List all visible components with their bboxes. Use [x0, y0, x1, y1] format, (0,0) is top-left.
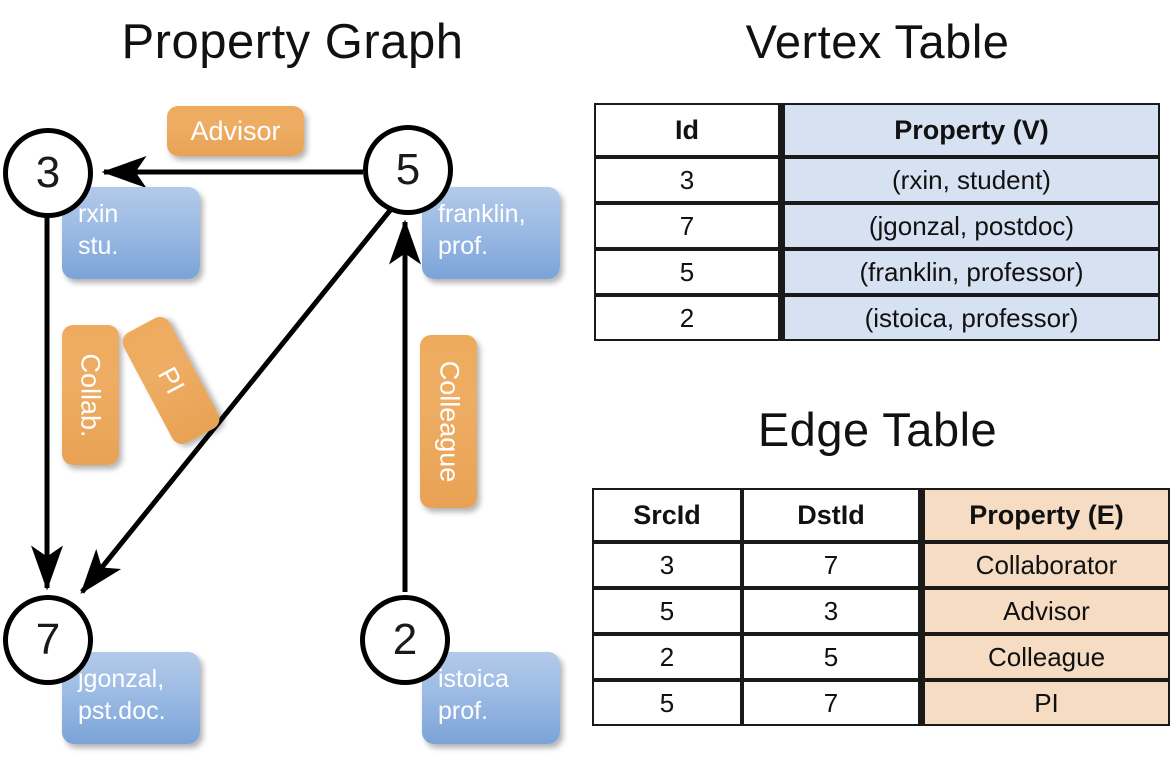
edge-row-2-dst: 5	[742, 634, 920, 680]
table-row: 3 (rxin, student)	[594, 157, 1160, 203]
graph-node-7-label: 7	[35, 615, 61, 664]
graph-node-3: 3	[3, 128, 93, 218]
edge-row-3-property: PI	[920, 680, 1170, 726]
edge-row-2-src: 2	[592, 634, 742, 680]
vertex-row-2-property: (franklin, professor)	[780, 249, 1160, 295]
vertex-row-2-id: 5	[594, 249, 780, 295]
edge-table: SrcId DstId Property (E) 3 7 Collaborato…	[592, 488, 1170, 726]
edge-table-title: Edge Table	[757, 403, 998, 456]
edge-row-2-property: Colleague	[920, 634, 1170, 680]
edge-row-0-property: Collaborator	[920, 542, 1170, 588]
vertex-row-3-property: (istoica, professor)	[780, 295, 1160, 341]
property-graph-title: Property Graph	[121, 15, 464, 69]
graph-edges-svg	[31, 156, 421, 594]
vertex-row-1-property: (jgonzal, postdoc)	[780, 203, 1160, 249]
vertex-row-1-id: 7	[594, 203, 780, 249]
graph-node-7: 7	[3, 595, 93, 685]
vertex-callout-7-line1: jgonzal,	[78, 665, 165, 693]
vertex-callout-7-line2: pst.doc.	[78, 697, 166, 725]
edge-row-1-property: Advisor	[920, 588, 1170, 634]
table-row: 2 5 Colleague	[592, 634, 1170, 680]
vertex-callout-7: jgonzal, pst.doc.	[62, 652, 200, 744]
graph-node-2-label: 2	[392, 615, 418, 664]
edge-row-3-dst: 7	[742, 680, 920, 726]
table-row: 5 7 PI	[592, 680, 1170, 726]
vertex-callout-2-line2: prof.	[438, 697, 489, 725]
edge-label-colleague-text: Colleague	[434, 360, 464, 483]
table-row: 5 3 Advisor	[592, 588, 1170, 634]
table-row: 2 (istoica, professor)	[594, 295, 1160, 341]
vertex-row-0-property: (rxin, student)	[780, 157, 1160, 203]
edge-table-header-dstid: DstId	[742, 488, 920, 542]
edge-label-advisor-text: Advisor	[190, 115, 281, 146]
edge-label-collab-text: Collab.	[76, 352, 107, 438]
property-graph-panel: Advisor Collab. PI Colleague rxin stu. f…	[3, 106, 560, 744]
graph-node-3-label: 3	[35, 148, 61, 197]
vertex-callout-3-line1: rxin	[78, 200, 119, 228]
vertex-callout-2: istoica prof.	[422, 652, 560, 744]
vertex-callout-5-line1: franklin,	[438, 200, 526, 228]
vertex-callout-3-line2: stu.	[78, 232, 119, 260]
edge-table-header-property: Property (E)	[920, 488, 1170, 542]
vertex-table-header-row: Id Property (V)	[594, 103, 1160, 157]
table-row: 7 (jgonzal, postdoc)	[594, 203, 1160, 249]
edge-row-1-src: 5	[592, 588, 742, 634]
edge-row-0-dst: 7	[742, 542, 920, 588]
edge-5-to-7	[80, 206, 394, 594]
table-row: 5 (franklin, professor)	[594, 249, 1160, 295]
edge-label-advisor: Advisor	[167, 106, 304, 156]
graph-node-2: 2	[360, 595, 450, 685]
graph-node-5-label: 5	[395, 145, 421, 194]
vertex-table: Id Property (V) 3 (rxin, student) 7 (jgo…	[594, 103, 1160, 341]
vertex-table-header-id: Id	[594, 103, 780, 157]
edge-row-3-src: 5	[592, 680, 742, 726]
edge-label-pi-text: PI	[152, 361, 191, 399]
edge-label-colleague: Colleague	[420, 335, 477, 508]
vertex-callout-5: franklin, prof.	[422, 187, 560, 279]
vertex-table-header-property: Property (V)	[780, 103, 1160, 157]
vertex-row-3-id: 2	[594, 295, 780, 341]
edge-row-0-src: 3	[592, 542, 742, 588]
edge-table-header-row: SrcId DstId Property (E)	[592, 488, 1170, 542]
vertex-table-title: Vertex Table	[745, 15, 1010, 68]
vertex-row-0-id: 3	[594, 157, 780, 203]
graph-node-5: 5	[363, 125, 453, 215]
edge-row-1-dst: 3	[742, 588, 920, 634]
table-row: 3 7 Collaborator	[592, 542, 1170, 588]
vertex-callout-3: rxin stu.	[62, 187, 200, 279]
vertex-callout-5-line2: prof.	[438, 232, 489, 260]
edge-label-collab: Collab.	[62, 325, 119, 465]
edge-table-header-srcid: SrcId	[592, 488, 742, 542]
vertex-callout-2-line1: istoica	[438, 665, 509, 693]
